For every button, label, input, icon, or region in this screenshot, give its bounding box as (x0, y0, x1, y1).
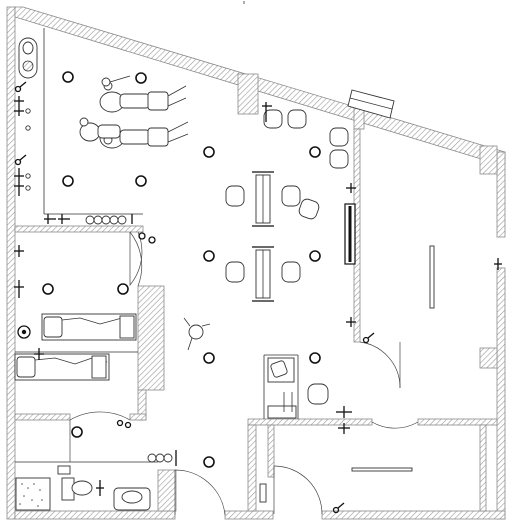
south-room-fixtures (259, 467, 413, 514)
pillar-north-1 (237, 73, 259, 115)
armchair (225, 261, 245, 283)
partition-bath-top-2 (129, 413, 147, 421)
armchair (281, 261, 301, 283)
socket-icon (14, 96, 24, 116)
partition-south-horizontal-2 (417, 418, 498, 426)
walls (6, 6, 506, 520)
cabinet (267, 405, 297, 419)
ceiling-light (62, 71, 74, 83)
bathroom-fixtures (15, 419, 177, 511)
door-east-room (359, 341, 401, 389)
wall-shelf (351, 467, 413, 472)
armchair (307, 383, 329, 405)
seated-person (183, 317, 211, 351)
ceiling-light (309, 352, 321, 364)
partition-south-vertical (247, 424, 257, 512)
ceiling-light (135, 72, 147, 84)
sockets-west (14, 81, 31, 196)
switch-icon (14, 154, 27, 166)
radiator (259, 483, 267, 503)
armchair (287, 109, 307, 129)
dental-chair-group (79, 75, 189, 149)
electrical-panel (344, 203, 356, 265)
south-wall-east (321, 510, 506, 520)
armchair (298, 198, 320, 220)
west-wall (6, 6, 16, 520)
east-pilaster-top (479, 145, 498, 175)
bathroom-east-wall (157, 469, 177, 512)
ceiling-light (309, 146, 321, 158)
ward-pillar (137, 285, 165, 391)
east-wall-upper (496, 151, 506, 238)
switch-icon (332, 502, 345, 514)
ward-room-fixtures (14, 245, 137, 381)
center-table-upper (252, 171, 274, 227)
armchair (329, 127, 349, 147)
outlet-icon (17, 325, 31, 339)
ceiling-light (117, 283, 129, 295)
armchair (329, 149, 349, 169)
ceiling-light (71, 426, 83, 438)
ceiling-light (203, 456, 215, 468)
armchair (281, 185, 301, 207)
ceiling-light (203, 146, 215, 158)
door-ward (129, 231, 143, 286)
dental-chair (99, 81, 187, 113)
desk-chair (270, 360, 288, 378)
switch-icon (116, 419, 132, 429)
door-bathroom (69, 411, 131, 421)
center-table-lower (252, 246, 274, 302)
ceiling-light (203, 250, 215, 262)
partition-south-horizontal-1 (247, 418, 373, 426)
south-wall-mid (224, 510, 274, 520)
armchair (263, 109, 283, 129)
office-fixtures (267, 357, 352, 434)
ceiling-light (62, 175, 74, 187)
wall-shelf (429, 245, 435, 309)
socket-icon (14, 168, 24, 196)
ceiling-lights (42, 71, 321, 468)
partition-ward-top (14, 225, 144, 233)
door-entrance-west (174, 469, 226, 516)
bed (41, 313, 137, 341)
switch-icon (14, 81, 27, 93)
armchair (225, 185, 245, 207)
ceiling-light (309, 250, 321, 262)
east-pilaster-mid (479, 347, 498, 369)
ceiling-light (135, 175, 147, 187)
dental-chair (101, 75, 131, 87)
east-wall-lower (496, 267, 506, 520)
door-south-room (371, 421, 419, 429)
bed (14, 353, 110, 381)
vanity-cabinet (57, 465, 71, 475)
seat-row (44, 214, 156, 244)
south-wall-west (14, 510, 176, 520)
door-entrance-east (273, 465, 323, 515)
ceiling-light (203, 352, 215, 364)
sockets-hall (262, 102, 356, 327)
dental-chair (79, 117, 121, 142)
ceiling-light (42, 283, 54, 295)
east-room-fixtures (362, 245, 502, 344)
partition-bath-top (14, 413, 71, 421)
switch-icon (362, 332, 375, 344)
window-north (347, 89, 395, 119)
armchairs-hall (225, 109, 349, 283)
thin-partitions (15, 28, 299, 463)
partition-south-vertical-2 (267, 424, 275, 478)
shower-tray (15, 477, 51, 511)
door-ward-swing (129, 231, 143, 287)
partition-east-lower (479, 424, 487, 512)
wash-basin-top (18, 37, 38, 79)
